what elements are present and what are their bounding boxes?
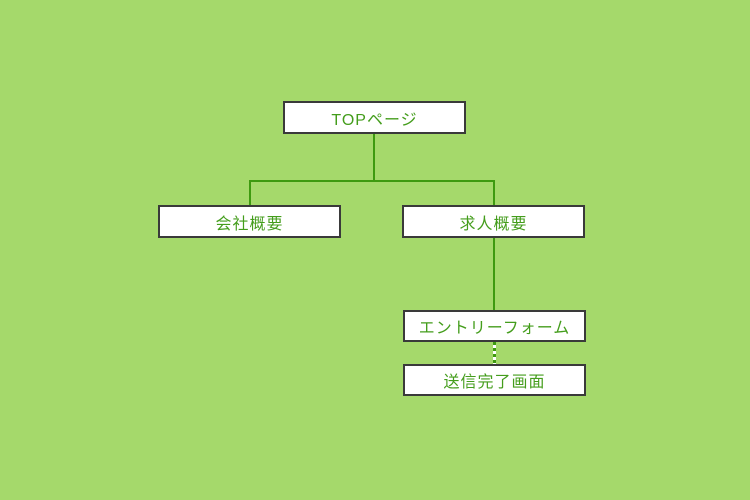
connector-recruit-to-entry <box>493 238 495 310</box>
node-entry-form-label: エントリーフォーム <box>418 320 571 337</box>
node-top-page-label: TOPページ <box>331 111 418 129</box>
connector-top-vertical <box>373 134 375 180</box>
node-top-page: TOPページ <box>283 101 466 134</box>
connector-company-vertical <box>249 182 251 205</box>
connector-recruit-vertical <box>493 182 495 205</box>
node-entry-form: エントリーフォーム <box>403 310 586 342</box>
node-job-overview: 求人概要 <box>402 205 585 238</box>
node-company-overview: 会社概要 <box>158 205 341 238</box>
node-send-complete-label: 送信完了画面 <box>443 374 546 391</box>
connector-horizontal-branch <box>249 180 495 182</box>
connector-entry-to-complete-dotted <box>493 342 496 364</box>
node-company-overview-label: 会社概要 <box>215 215 284 233</box>
node-send-complete: 送信完了画面 <box>403 364 586 396</box>
node-job-overview-label: 求人概要 <box>459 215 528 233</box>
